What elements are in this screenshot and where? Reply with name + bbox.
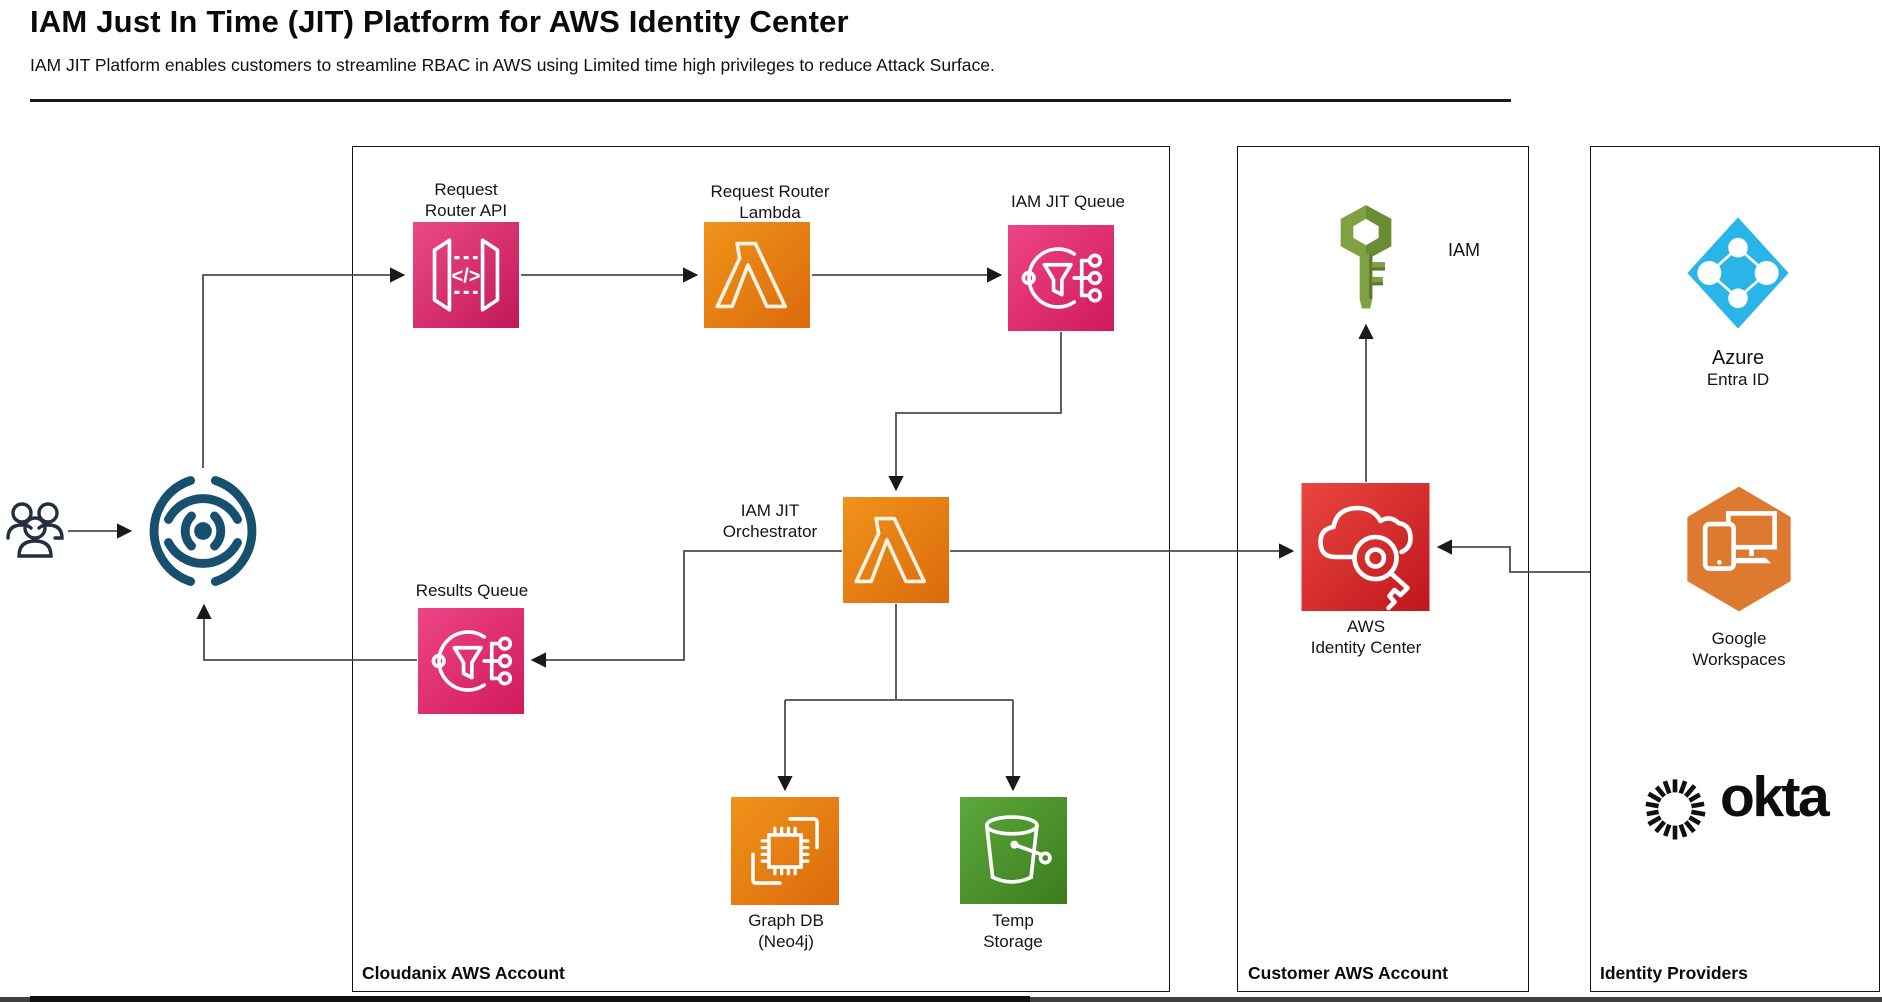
label-azure-entra-id: Entra ID — [1706, 370, 1770, 389]
okta-sunburst-icon — [1638, 772, 1712, 846]
azure-entra-id-icon — [1684, 214, 1792, 332]
svg-text:</>: </> — [452, 265, 481, 287]
s3-bucket-icon — [960, 797, 1067, 904]
group-identity-providers — [1590, 146, 1880, 992]
label-iam-jit-orchestrator: IAM JIT Orchestrator — [722, 501, 818, 541]
cloudanix-logo-icon — [141, 469, 265, 593]
iam-key-icon — [1330, 202, 1402, 318]
okta-wordmark: okta — [1720, 765, 1830, 829]
label-azure: Azure — [1711, 347, 1765, 369]
group-cloudanix-aws-account — [352, 146, 1170, 992]
page-title: IAM Just In Time (JIT) Platform for AWS … — [30, 4, 849, 39]
google-workspaces-icon — [1682, 482, 1796, 616]
label-identity-center: AWS Identity Center — [1310, 617, 1422, 657]
edge-idp-to-identity-center — [1436, 539, 1590, 573]
lambda-icon — [843, 497, 949, 603]
api-gateway-icon: </> — [413, 222, 519, 328]
label-iam-jit-queue: IAM JIT Queue — [1010, 192, 1125, 211]
label-temp-storage: Temp Storage — [983, 911, 1043, 951]
group-label-cloudanix: Cloudanix AWS Account — [362, 963, 565, 983]
edge-queue-to-orchestrator — [888, 332, 1062, 492]
group-customer-aws-account — [1237, 146, 1529, 992]
bottom-edge-strip-dark — [30, 996, 1030, 1002]
label-iam: IAM — [1448, 240, 1481, 260]
lambda-icon — [704, 222, 810, 328]
group-label-customer: Customer AWS Account — [1248, 963, 1448, 983]
compute-chip-icon — [731, 797, 839, 905]
sqs-queue-icon — [418, 608, 524, 714]
identity-center-icon — [1301, 483, 1430, 611]
group-label-idp: Identity Providers — [1600, 963, 1748, 983]
edge-orchestrator-to-results-queue — [530, 550, 842, 668]
page-subtitle: IAM JIT Platform enables customers to st… — [30, 55, 995, 75]
label-graph-db: Graph DB (Neo4j) — [748, 911, 824, 951]
edge-results-queue-to-logo — [196, 603, 417, 661]
label-results-queue: Results Queue — [415, 581, 529, 600]
label-request-router-lambda: Request Router Lambda — [710, 182, 830, 222]
edge-logo-to-api — [202, 267, 406, 468]
label-google-workspaces: Google Workspaces — [1692, 629, 1786, 669]
header-divider — [30, 99, 1511, 102]
label-request-router-api: Request Router API — [424, 180, 508, 220]
users-icon — [2, 492, 70, 564]
sqs-queue-icon — [1008, 225, 1114, 331]
